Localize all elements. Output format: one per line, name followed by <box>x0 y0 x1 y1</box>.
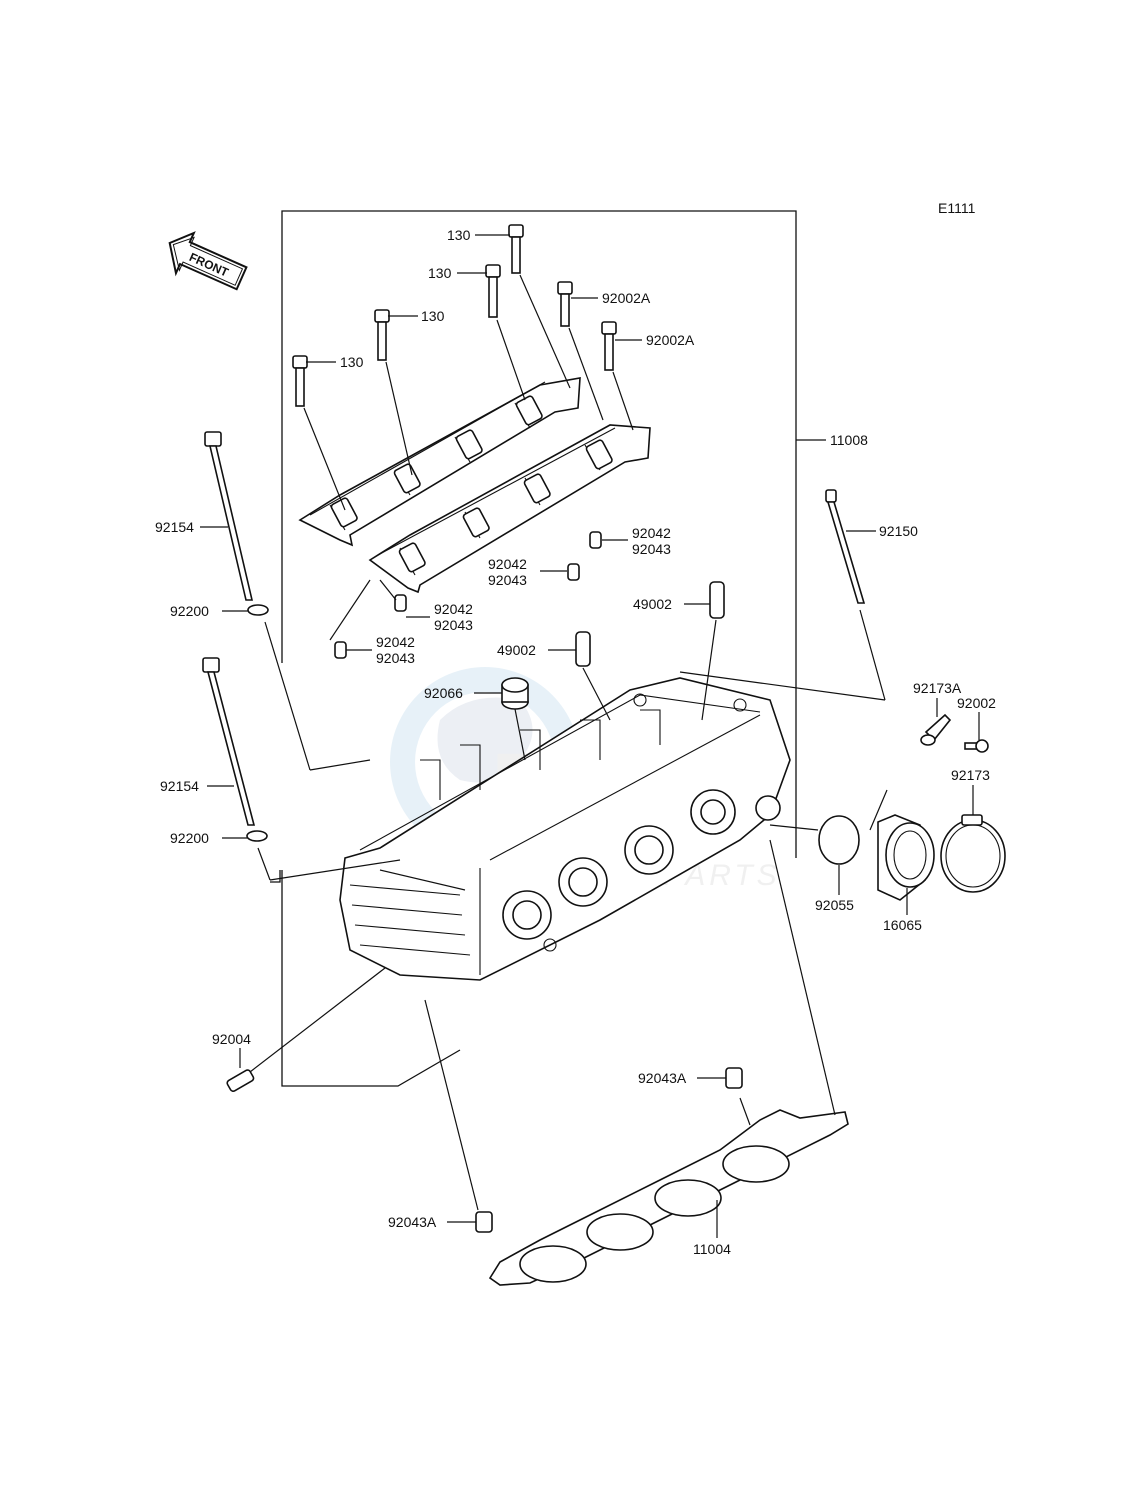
bolt-130-c <box>374 309 390 361</box>
label-92043-a: 92043 <box>632 541 671 557</box>
stud-92150 <box>825 489 866 604</box>
clamp-92173 <box>940 814 1006 893</box>
diagram-code: E1111 <box>938 200 976 216</box>
label-92055: 92055 <box>815 897 854 913</box>
assembly-frame <box>281 210 797 858</box>
sleeve-49002-a <box>709 581 725 619</box>
head-gasket-11004 <box>488 1109 849 1286</box>
label-49002-b: 49002 <box>497 642 536 658</box>
stud-92154-upper <box>204 431 254 601</box>
dowel-pin-92043A-b <box>475 1211 493 1233</box>
label-130-c: 130 <box>421 308 445 324</box>
camshaft-cap-lower <box>368 424 651 594</box>
label-92043A-b: 92043A <box>388 1214 437 1230</box>
dowel-pin-c <box>394 594 407 612</box>
dowel-pin-a <box>589 531 602 549</box>
label-92042-d: 92042 <box>376 634 415 650</box>
assembly-frame-bottom <box>281 1010 461 1087</box>
label-49002-a: 49002 <box>633 596 672 612</box>
label-92200-a: 92200 <box>170 603 209 619</box>
plug-92004 <box>226 1069 255 1093</box>
cylinder-head <box>339 677 791 981</box>
clamp-92173A <box>920 713 952 746</box>
label-92043-d: 92043 <box>376 650 415 666</box>
dowel-pin-d <box>334 641 347 659</box>
label-92154-b: 92154 <box>160 778 199 794</box>
bolt-92002 <box>964 739 989 753</box>
label-130-b: 130 <box>428 265 452 281</box>
label-92150: 92150 <box>879 523 918 539</box>
label-92173: 92173 <box>951 767 990 783</box>
holder-16065 <box>877 814 935 901</box>
front-arrow-icon: FRONT <box>168 231 248 291</box>
label-92200-b: 92200 <box>170 830 209 846</box>
camshaft-cap-upper <box>298 377 581 547</box>
label-92154-a: 92154 <box>155 519 194 535</box>
label-11004: 11004 <box>693 1241 731 1257</box>
plug-92066 <box>501 677 529 710</box>
assembly-frame-mid <box>270 870 281 883</box>
o-ring-92055 <box>818 815 860 865</box>
label-92042-b: 92042 <box>488 556 527 572</box>
washer-92200-upper <box>247 604 269 616</box>
bolt-92002A-b <box>601 321 617 371</box>
bolt-130-d <box>292 355 308 407</box>
label-92002A-b: 92002A <box>646 332 695 348</box>
label-92066: 92066 <box>424 685 463 701</box>
label-92004: 92004 <box>212 1031 251 1047</box>
label-130-a: 130 <box>447 227 471 243</box>
sleeve-49002-b <box>575 631 591 667</box>
label-11008: 11008 <box>830 432 868 448</box>
label-92002: 92002 <box>957 695 996 711</box>
dowel-pin-92043A-a <box>725 1067 743 1089</box>
bolt-130-a <box>508 224 524 274</box>
label-92042-c: 92042 <box>434 601 473 617</box>
label-92002A-a: 92002A <box>602 290 651 306</box>
label-92173A: 92173A <box>913 680 962 696</box>
dowel-pin-b <box>567 563 580 581</box>
bolt-92002A-a <box>557 281 573 327</box>
bolt-130-b <box>485 264 501 318</box>
label-92043A-a: 92043A <box>638 1070 687 1086</box>
leader-lines <box>200 234 980 1238</box>
label-92042-a: 92042 <box>632 525 671 541</box>
stud-92154-lower <box>202 657 256 826</box>
washer-92200-lower <box>246 830 268 842</box>
label-92043-c: 92043 <box>434 617 473 633</box>
label-16065: 16065 <box>883 917 922 933</box>
label-92043-b: 92043 <box>488 572 527 588</box>
label-130-d: 130 <box>340 354 364 370</box>
